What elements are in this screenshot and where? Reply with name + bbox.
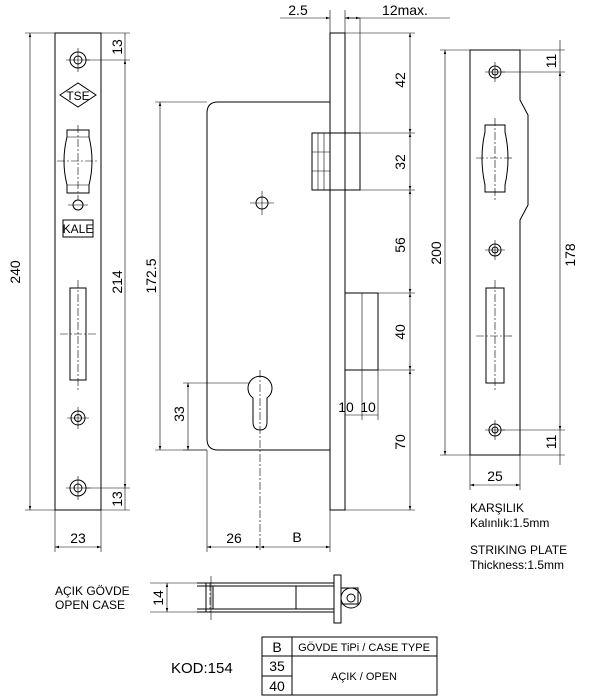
strike-hole-middle xyxy=(485,240,505,260)
cylinder-keyhole xyxy=(247,370,273,550)
table-header-b: B xyxy=(272,639,281,655)
open-case-top-view: AÇIK GÖVDE OPEN CASE 14 xyxy=(55,574,362,624)
kale-logo: KALE xyxy=(62,219,94,238)
dim-240: 240 xyxy=(7,260,23,284)
screw-hole-middle xyxy=(67,407,89,429)
note-thickness: Thickness:1.5mm xyxy=(470,558,564,572)
dim-33: 33 xyxy=(171,406,187,422)
dim-32: 32 xyxy=(392,154,408,170)
table-header-case-type: GÖVDE TiPi / CASE TYPE xyxy=(298,642,430,654)
dim-13-top: 13 xyxy=(109,39,125,55)
tse-logo-text: TSE xyxy=(66,89,89,103)
dim-10-a: 10 xyxy=(338,399,354,415)
dim-70: 70 xyxy=(392,434,408,450)
cylinder-screw-hole xyxy=(68,199,88,211)
dim-2-5: 2.5 xyxy=(288,2,308,18)
case-type-table: KOD:154 B GÖVDE TiPi / CASE TYPE 35 40 A… xyxy=(171,636,438,696)
label-acik-govde: AÇIK GÖVDE xyxy=(55,584,130,598)
dim-12max: 12max. xyxy=(382,2,428,18)
product-code: KOD:154 xyxy=(171,660,233,677)
latch xyxy=(344,292,379,371)
dim-214: 214 xyxy=(109,270,125,294)
note-karsilik: KARŞILIK xyxy=(470,501,524,515)
latch-opening xyxy=(60,280,96,390)
dim-25: 25 xyxy=(487,468,503,484)
tse-logo: TSE xyxy=(59,82,97,108)
kale-logo-text: KALE xyxy=(63,222,94,236)
dim-14: 14 xyxy=(150,590,166,606)
dim-26: 26 xyxy=(226,530,242,546)
dim-172-5: 172.5 xyxy=(143,258,159,293)
dim-11-bottom: 11 xyxy=(543,435,559,450)
faceplate-front-view: TSE KALE 240 xyxy=(7,32,130,552)
strike-latch-opening xyxy=(476,280,514,392)
table-cell-case-type: AÇIK / OPEN xyxy=(331,671,397,683)
dim-b-backset: B xyxy=(292,529,301,545)
bolt-opening xyxy=(57,125,99,200)
dim-10-b: 10 xyxy=(360,399,376,415)
dim-11-top: 11 xyxy=(543,54,559,69)
table-cell-b-35: 35 xyxy=(269,658,285,674)
dim-23: 23 xyxy=(70,530,86,546)
dim-200: 200 xyxy=(428,241,444,265)
note-kalinlik: Kalınlık:1.5mm xyxy=(470,516,549,530)
dim-178: 178 xyxy=(562,243,578,267)
deadbolt xyxy=(311,132,361,191)
strike-plate-view: 200 178 11 11 25 xyxy=(428,40,578,490)
dim-42: 42 xyxy=(392,72,408,88)
dim-56: 56 xyxy=(392,237,408,253)
dim-40: 40 xyxy=(392,324,408,340)
note-striking-plate: STRIKING PLATE xyxy=(470,543,567,557)
label-open-case: OPEN CASE xyxy=(55,598,125,612)
follower-hole xyxy=(250,191,274,215)
strike-bolt-opening xyxy=(476,118,514,200)
lock-body-side-view: 2.5 12max. 42 32 56 40 70 10 10 172.5 33 xyxy=(143,2,450,552)
dim-13-bottom: 13 xyxy=(109,491,125,507)
table-cell-b-40: 40 xyxy=(269,678,285,694)
